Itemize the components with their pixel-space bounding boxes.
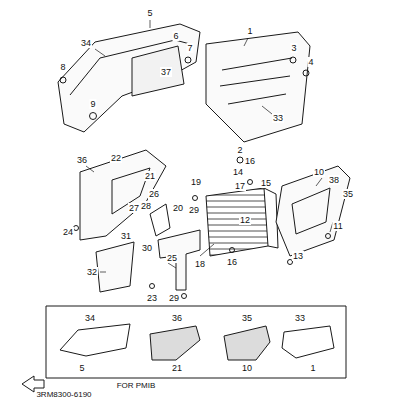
callout-number: 15 [260, 178, 272, 188]
plate-32 [96, 242, 134, 292]
clip [193, 196, 198, 201]
callout-number: 16 [244, 156, 256, 166]
screw [150, 284, 155, 289]
callout-number: 10 [313, 167, 325, 177]
plate-graphic [292, 188, 330, 234]
callout-number: 35 [241, 313, 253, 323]
grommet [90, 113, 97, 120]
diagram-code: 3RM8300-6190 [35, 390, 92, 400]
callout-number: 24 [62, 227, 74, 237]
right-side-cover [206, 32, 310, 142]
number-plate [276, 166, 350, 256]
callout-number: 9 [89, 99, 96, 109]
callout-number: 11 [332, 221, 343, 231]
callout-number: 10 [241, 363, 253, 373]
callout-number: 25 [166, 253, 178, 263]
callout-number: 1 [309, 363, 316, 373]
callout-number: 18 [194, 259, 206, 269]
callout-number: 21 [144, 171, 156, 181]
clip [74, 226, 79, 231]
callout-number: 17 [234, 181, 246, 191]
bolt [60, 77, 66, 83]
bolt [326, 234, 331, 239]
callout-number: 19 [190, 177, 202, 187]
cover-inner-edge [70, 40, 190, 95]
callout-number: 29 [168, 293, 180, 303]
collar [237, 157, 243, 163]
grommet [185, 57, 191, 63]
callout-number: 13 [292, 251, 304, 261]
callout-number: 3 [290, 43, 297, 53]
callout-number: 14 [232, 167, 244, 177]
callout-number: 31 [120, 231, 132, 241]
callout-number: 21 [171, 363, 183, 373]
callout-number: 5 [146, 8, 153, 18]
screw [230, 248, 235, 253]
callout-number: 23 [146, 293, 158, 303]
inset-right-cover [282, 326, 334, 358]
screw [248, 180, 253, 185]
callout-number: 35 [342, 189, 354, 199]
callout-number: 32 [86, 267, 98, 277]
callout-number: 37 [160, 67, 172, 77]
callout-number: 16 [226, 257, 238, 267]
cover-graphic [220, 58, 292, 104]
callout-number: 8 [59, 62, 66, 72]
callout-number: 26 [148, 189, 160, 199]
callout-number: 22 [110, 153, 122, 163]
callout-number: 36 [171, 313, 183, 323]
inset-frame [46, 306, 346, 378]
bolt [290, 57, 296, 63]
callout-number: 27 [128, 203, 140, 213]
air-filter-frame [206, 188, 268, 256]
callout-number: 34 [80, 38, 92, 48]
callout-number: 1 [246, 26, 253, 36]
screw [182, 294, 187, 299]
air-filter-side [264, 188, 278, 248]
callout-number: 38 [328, 175, 340, 185]
inset-number-plate [224, 326, 270, 360]
variant-note: FOR PMIB [116, 381, 157, 391]
callout-number: 36 [76, 155, 88, 165]
callout-number: 33 [272, 113, 284, 123]
callout-number: 20 [172, 203, 184, 213]
leader-lines [86, 20, 333, 272]
inset-left-cover [60, 324, 130, 356]
callout-number: 2 [236, 145, 243, 155]
left-side-cover [58, 24, 200, 132]
bolt [303, 70, 309, 76]
callout-number: 4 [307, 57, 314, 67]
inset-lower-panel [150, 326, 200, 360]
callout-number: 12 [239, 215, 251, 225]
callout-number: 30 [141, 243, 153, 253]
callout-number: 7 [186, 43, 193, 53]
callout-number: 5 [78, 363, 85, 373]
callout-number: 6 [172, 31, 179, 41]
callout-number: 28 [140, 201, 152, 211]
decal-37 [132, 46, 184, 96]
callout-number: 29 [188, 205, 200, 215]
bracket-26-28 [150, 204, 170, 236]
callout-number: 33 [294, 313, 306, 323]
callout-number: 34 [84, 313, 96, 323]
